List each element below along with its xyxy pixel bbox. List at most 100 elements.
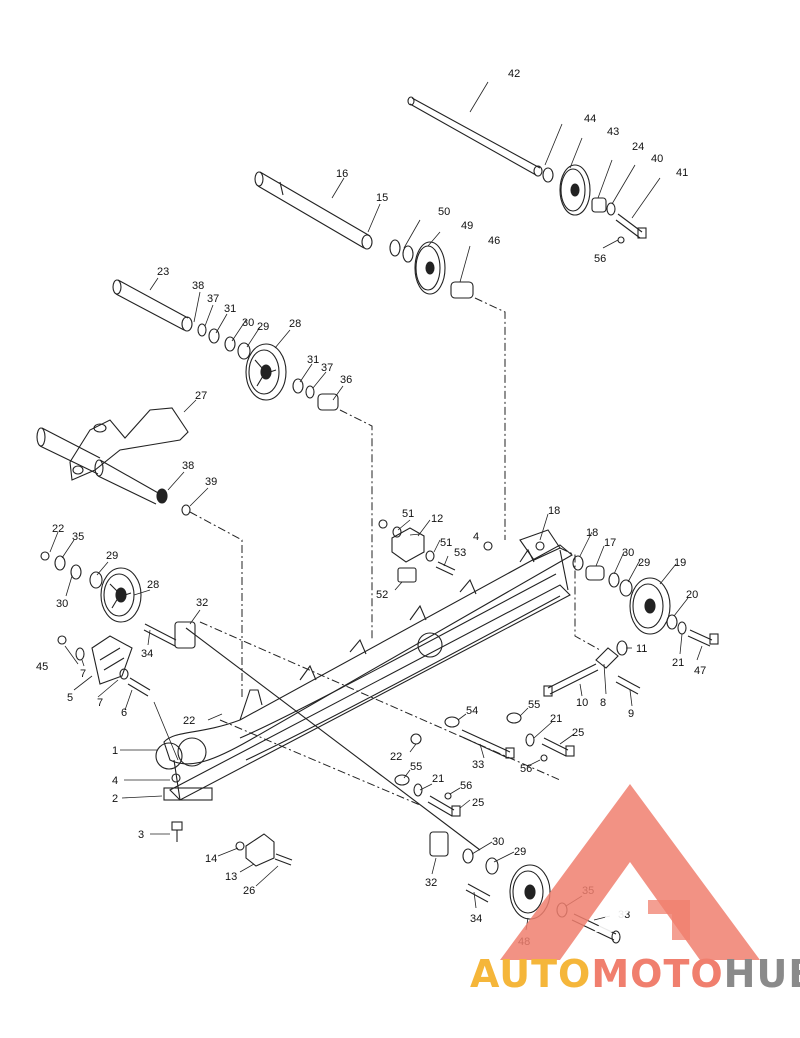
callout-36: 36 (340, 374, 352, 386)
callout-28: 28 (289, 318, 301, 330)
bolt-9 (615, 675, 641, 695)
callout-20: 20 (686, 589, 698, 601)
spacer-24 (591, 197, 607, 213)
washer-40 (606, 202, 616, 216)
shaft-23 (112, 279, 193, 332)
nut-56-center (540, 754, 548, 762)
callout-21b: 21 (550, 713, 562, 725)
callout-27: 27 (195, 390, 207, 402)
callout-23: 23 (157, 266, 169, 278)
callout-22: 22 (52, 523, 64, 535)
watermark-triangle-icon (500, 784, 760, 960)
nut-56-top (617, 236, 625, 244)
callout-2: 2 (112, 793, 118, 805)
bolt-26 (274, 853, 293, 866)
wheel-19 (629, 577, 671, 635)
washer-50 (389, 239, 401, 257)
callout-42: 42 (508, 68, 520, 80)
washer-31 (208, 328, 220, 344)
wheel-48 (509, 864, 551, 920)
nut-22-center (410, 733, 422, 745)
callout-35: 35 (72, 531, 84, 543)
callout-47: 47 (694, 665, 706, 677)
wheel-43 (559, 164, 591, 216)
bolt-25-lower (427, 795, 461, 817)
callout-54: 54 (466, 705, 478, 717)
callout-5: 5 (67, 692, 73, 704)
callout-49: 49 (461, 220, 473, 232)
callout-43: 43 (607, 126, 619, 138)
washer-51-upper (392, 526, 402, 538)
callout-28b: 28 (147, 579, 159, 591)
callout-56b: 56 (520, 763, 532, 775)
shaft-16 (254, 171, 373, 250)
callout-4b: 4 (112, 775, 118, 787)
inspection-circle-2 (177, 737, 207, 767)
callout-21c: 21 (432, 773, 444, 785)
callout-55: 55 (528, 699, 540, 711)
centerlines (189, 297, 601, 806)
washer-21-right (677, 621, 687, 635)
bearing-29-lower (485, 857, 499, 875)
callout-14: 14 (205, 853, 217, 865)
callout-22c: 22 (390, 751, 402, 763)
callout-37b: 37 (321, 362, 333, 374)
callout-24: 24 (632, 141, 644, 153)
nut-14 (235, 841, 245, 851)
slider-block-5 (91, 635, 133, 685)
callout-1: 1 (112, 745, 118, 757)
nut-22-left (40, 551, 50, 561)
callout-53: 53 (454, 547, 466, 559)
slide-block-2 (163, 787, 213, 801)
callout-8: 8 (600, 697, 606, 709)
bracket-32-left (174, 621, 481, 851)
callout-33: 33 (472, 759, 484, 771)
bolt-41 (615, 213, 647, 239)
callout-50: 50 (438, 206, 450, 218)
callout-34: 34 (141, 648, 153, 660)
washer-55-upper (506, 712, 522, 724)
pivot-8 (595, 647, 619, 669)
washer-30 (224, 336, 236, 352)
callout-6: 6 (121, 707, 127, 719)
callout-45: 45 (36, 661, 48, 673)
watermark-logo: AUTOMOTOHUB (470, 955, 800, 993)
callout-38b: 38 (182, 460, 194, 472)
bolt-33-center (459, 729, 515, 759)
callout-39: 39 (205, 476, 217, 488)
callout-25b: 25 (472, 797, 484, 809)
slide-rail (163, 544, 573, 801)
spacer-17 (585, 565, 605, 581)
bracket-13 (245, 833, 275, 867)
callout-25: 25 (572, 727, 584, 739)
bearing-50 (402, 245, 414, 263)
spacer-46 (450, 281, 474, 299)
callout-51: 51 (402, 508, 414, 520)
pad-52 (397, 567, 417, 583)
callout-40: 40 (651, 153, 663, 165)
washer-21-center (525, 733, 535, 747)
callout-56: 56 (594, 253, 606, 265)
callout-12: 12 (431, 513, 443, 525)
callout-3: 3 (138, 829, 144, 841)
shaft-42 (407, 96, 543, 177)
washer-44 (542, 167, 554, 183)
washer-7-right (119, 668, 129, 680)
callout-22b: 22 (183, 715, 195, 727)
washer-30-left (70, 564, 82, 580)
callout-21: 21 (672, 657, 684, 669)
washer-30-right (608, 572, 620, 588)
washer-18 (572, 555, 584, 571)
washer-20 (666, 614, 678, 630)
callout-9: 9 (628, 708, 634, 720)
callout-15: 15 (376, 192, 388, 204)
washer-39 (181, 504, 191, 516)
logo-auto: AUTO (470, 952, 592, 996)
bumper-12 (391, 527, 425, 563)
callout-55b: 55 (410, 761, 422, 773)
washer-51-lower (425, 550, 435, 562)
callout-7b: 7 (97, 697, 103, 709)
callout-29b: 29 (106, 550, 118, 562)
callout-31b: 31 (307, 354, 319, 366)
callout-34b: 34 (470, 913, 482, 925)
